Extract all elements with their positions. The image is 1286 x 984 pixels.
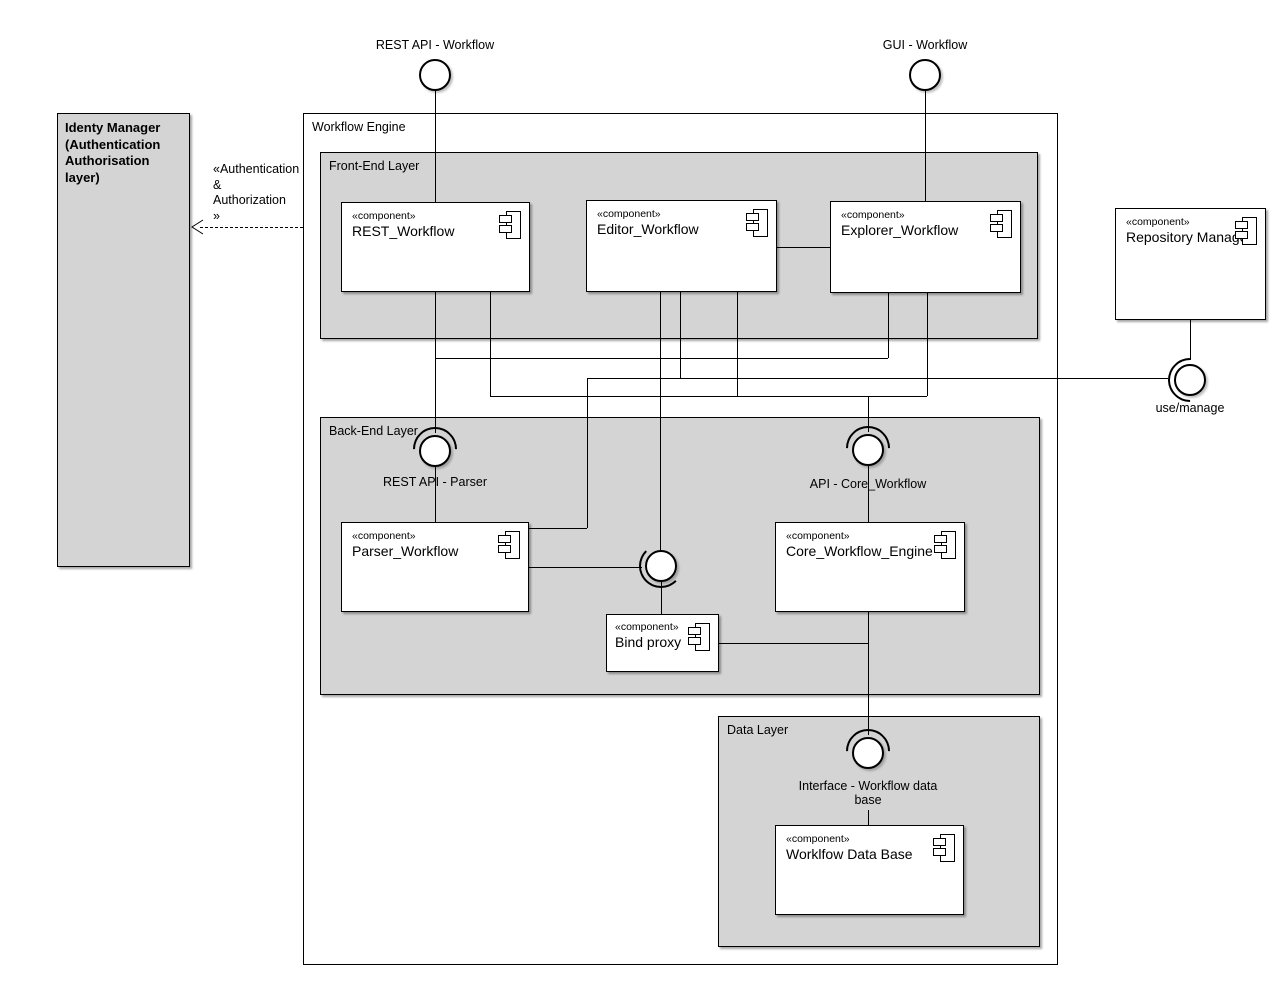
rest-api-workflow-label: REST API - Workflow bbox=[375, 38, 495, 52]
connector-apiball-to-core bbox=[868, 466, 869, 522]
component-repository-manager: «component» Repository Manager bbox=[1115, 208, 1266, 320]
connector-parser-topright bbox=[529, 528, 587, 529]
component-name: Bind proxy bbox=[615, 633, 682, 650]
ball-interface-gui-workflow bbox=[909, 59, 941, 91]
connector-bus-c-apicore bbox=[490, 396, 927, 397]
ball-interface-rest-api-workflow bbox=[419, 59, 451, 91]
component-explorer-workflow: «component» Explorer_Workflow bbox=[830, 201, 1021, 293]
connector-bindball-to-bindproxy bbox=[661, 582, 662, 614]
connector-editor-down3 bbox=[737, 292, 738, 396]
connector-busc-to-apiball bbox=[868, 396, 869, 432]
stereotype-label: «component» bbox=[615, 621, 679, 633]
component-name: Parser_Workflow bbox=[352, 542, 459, 559]
connector-core-to-databall bbox=[868, 612, 869, 735]
component-workflow-data-base: «component» Worklfow Data Base bbox=[775, 825, 964, 915]
component-icon bbox=[1235, 217, 1257, 245]
component-core-workflow-engine: «component» Core_Workflow_Engine bbox=[775, 522, 965, 612]
component-name: Explorer_Workflow bbox=[841, 221, 959, 238]
connector-restworkflow-down2 bbox=[490, 292, 491, 396]
connector-parser-up bbox=[587, 378, 588, 528]
component-icon bbox=[933, 834, 955, 862]
stereotype-label: «component» bbox=[352, 530, 416, 542]
component-name: REST_Workflow bbox=[352, 222, 455, 239]
connector-bus-a bbox=[435, 358, 888, 359]
component-icon bbox=[498, 531, 520, 559]
workflow-engine-title: Workflow Engine bbox=[312, 120, 406, 134]
connector-bindproxy-to-coreline bbox=[719, 643, 868, 644]
open-arrowhead-icon bbox=[191, 219, 204, 235]
connector-repo-to-usemanage bbox=[1190, 320, 1191, 360]
connector-restapi-to-restworkflow bbox=[435, 91, 436, 202]
stereotype-label: «component» bbox=[786, 833, 850, 845]
connector-editor-to-bindball bbox=[660, 292, 661, 550]
ball-interface-use-manage bbox=[1174, 364, 1206, 396]
auth-dependency-label: «Authentication & Authorization » bbox=[213, 162, 300, 223]
gui-workflow-label: GUI - Workflow bbox=[882, 38, 968, 52]
component-name: Worklfow Data Base bbox=[786, 845, 913, 862]
stereotype-label: «component» bbox=[352, 210, 416, 222]
component-name: Editor_Workflow bbox=[597, 220, 699, 237]
connector-editor-to-usemanage bbox=[680, 292, 681, 378]
component-bind-proxy: «component» Bind proxy bbox=[606, 614, 719, 672]
identity-manager-box: Identy Manager (Authentication Authorisa… bbox=[57, 113, 190, 567]
component-name: Repository Manager bbox=[1126, 228, 1253, 245]
stereotype-label: «component» bbox=[597, 208, 661, 220]
connector-parserball-to-parser bbox=[435, 467, 436, 522]
ball-interface-bind-proxy bbox=[645, 550, 677, 582]
component-rest-workflow: «component» REST_Workflow bbox=[341, 202, 530, 292]
data-layer-label: Data Layer bbox=[727, 723, 789, 737]
component-icon bbox=[990, 210, 1012, 238]
component-name: Core_Workflow_Engine bbox=[786, 542, 933, 559]
use-manage-label: use/manage bbox=[1155, 401, 1225, 415]
component-editor-workflow: «component» Editor_Workflow bbox=[586, 200, 777, 292]
stereotype-label: «component» bbox=[841, 209, 905, 221]
component-icon bbox=[499, 211, 521, 239]
ball-interface-api-core-workflow bbox=[852, 434, 884, 466]
connector-explorer-down1 bbox=[888, 293, 889, 358]
connector-gui-to-explorer bbox=[925, 91, 926, 201]
rest-api-parser-label: REST API - Parser bbox=[383, 475, 487, 489]
connector-parser-to-bindball bbox=[529, 567, 642, 568]
api-core-workflow-label: API - Core_Workflow bbox=[809, 477, 927, 491]
component-parser-workflow: «component» Parser_Workflow bbox=[341, 522, 529, 612]
component-icon bbox=[746, 209, 768, 237]
back-end-layer-label: Back-End Layer bbox=[329, 424, 418, 438]
identity-manager-label: Identy Manager (Authentication Authorisa… bbox=[65, 120, 161, 185]
connector-editor-explorer bbox=[777, 247, 830, 248]
auth-dependency-dashed-line bbox=[200, 227, 303, 228]
front-end-layer-label: Front-End Layer bbox=[329, 159, 420, 173]
ball-interface-rest-api-parser bbox=[419, 435, 451, 467]
component-icon bbox=[934, 531, 956, 559]
stereotype-label: «component» bbox=[786, 530, 850, 542]
connector-bus-b-usemanage bbox=[587, 378, 1168, 379]
component-icon bbox=[688, 623, 710, 651]
connector-restworkflow-to-parserball bbox=[435, 292, 436, 433]
workflow-database-label: Interface - Workflow data base bbox=[768, 779, 968, 807]
ball-interface-workflow-database bbox=[852, 737, 884, 769]
connector-explorer-down2 bbox=[927, 293, 928, 396]
stereotype-label: «component» bbox=[1126, 216, 1190, 228]
connector-databall-to-wdb bbox=[868, 810, 869, 825]
